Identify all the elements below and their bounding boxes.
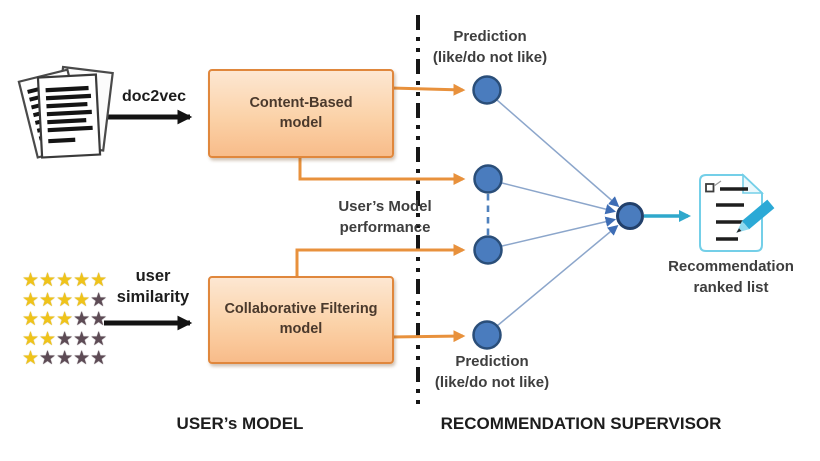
prediction-bottom-label: Prediction (like/do not like) xyxy=(434,353,550,392)
ranked-list-pencil-icon xyxy=(699,173,775,252)
star-row: ★★★★★ xyxy=(22,349,107,369)
yellow-stars: ★ xyxy=(22,348,40,369)
prediction4-to-supervisor-arrow xyxy=(496,224,619,327)
yellow-stars: ★★★★★ xyxy=(22,270,108,291)
star-row: ★★★★★ xyxy=(22,289,108,311)
prediction-top-label: Prediction (like/do not like) xyxy=(432,28,548,67)
users-model-section-title: USER’s MODEL xyxy=(176,414,304,433)
yellow-stars: ★★★★ xyxy=(22,289,91,311)
prediction-node-1 xyxy=(472,75,502,105)
doc2vec-label: doc2vec xyxy=(121,88,187,105)
yellow-stars: ★★★ xyxy=(22,309,74,330)
content-based-model-label: Content-Based model xyxy=(249,94,353,131)
dark-stars: ★★★ xyxy=(56,328,108,350)
supervisor-node xyxy=(616,202,644,230)
star-row: ★★★★★ xyxy=(22,310,107,330)
documents-stack-icon xyxy=(17,65,114,159)
dark-stars: ★★ xyxy=(73,309,108,330)
yellow-stars: ★★ xyxy=(22,328,57,350)
collab-to-prediction4-arrow xyxy=(390,330,466,343)
dark-stars: ★★★★ xyxy=(39,348,108,369)
star-row: ★★★★★ xyxy=(22,271,107,291)
pencil-icon xyxy=(736,199,775,233)
prediction-node-3 xyxy=(473,235,503,265)
collab-to-prediction3-arrow xyxy=(295,244,466,276)
user-similarity-label: user similarity xyxy=(116,267,190,306)
content-to-prediction2-arrow xyxy=(298,155,466,185)
star-ratings-icon: ★★★★★ ★★★★★ ★★★★★ ★★★★★ ★★★★★ xyxy=(22,271,107,369)
prediction1-to-supervisor-arrow xyxy=(496,99,620,208)
collaborative-filtering-model-label: Collaborative Filtering model xyxy=(224,301,378,337)
dark-stars: ★ xyxy=(90,289,108,311)
content-based-model-box: Content-Based model xyxy=(208,69,394,158)
users-model-performance-label: User’s Model performance xyxy=(338,198,432,237)
collaborative-filtering-model-box: Collaborative Filtering model xyxy=(208,276,394,364)
prediction3-to-supervisor-arrow xyxy=(501,216,617,247)
prediction-node-2 xyxy=(473,164,503,194)
star-row: ★★★★★ xyxy=(22,328,108,350)
ranked-list-label: Recommendation ranked list xyxy=(668,258,794,297)
content-to-prediction1-arrow xyxy=(390,83,466,96)
prediction2-to-supervisor-arrow xyxy=(501,182,617,215)
prediction-node-4 xyxy=(472,320,502,350)
recommendation-supervisor-section-title: RECOMMENDATION SUPERVISOR xyxy=(440,414,722,433)
